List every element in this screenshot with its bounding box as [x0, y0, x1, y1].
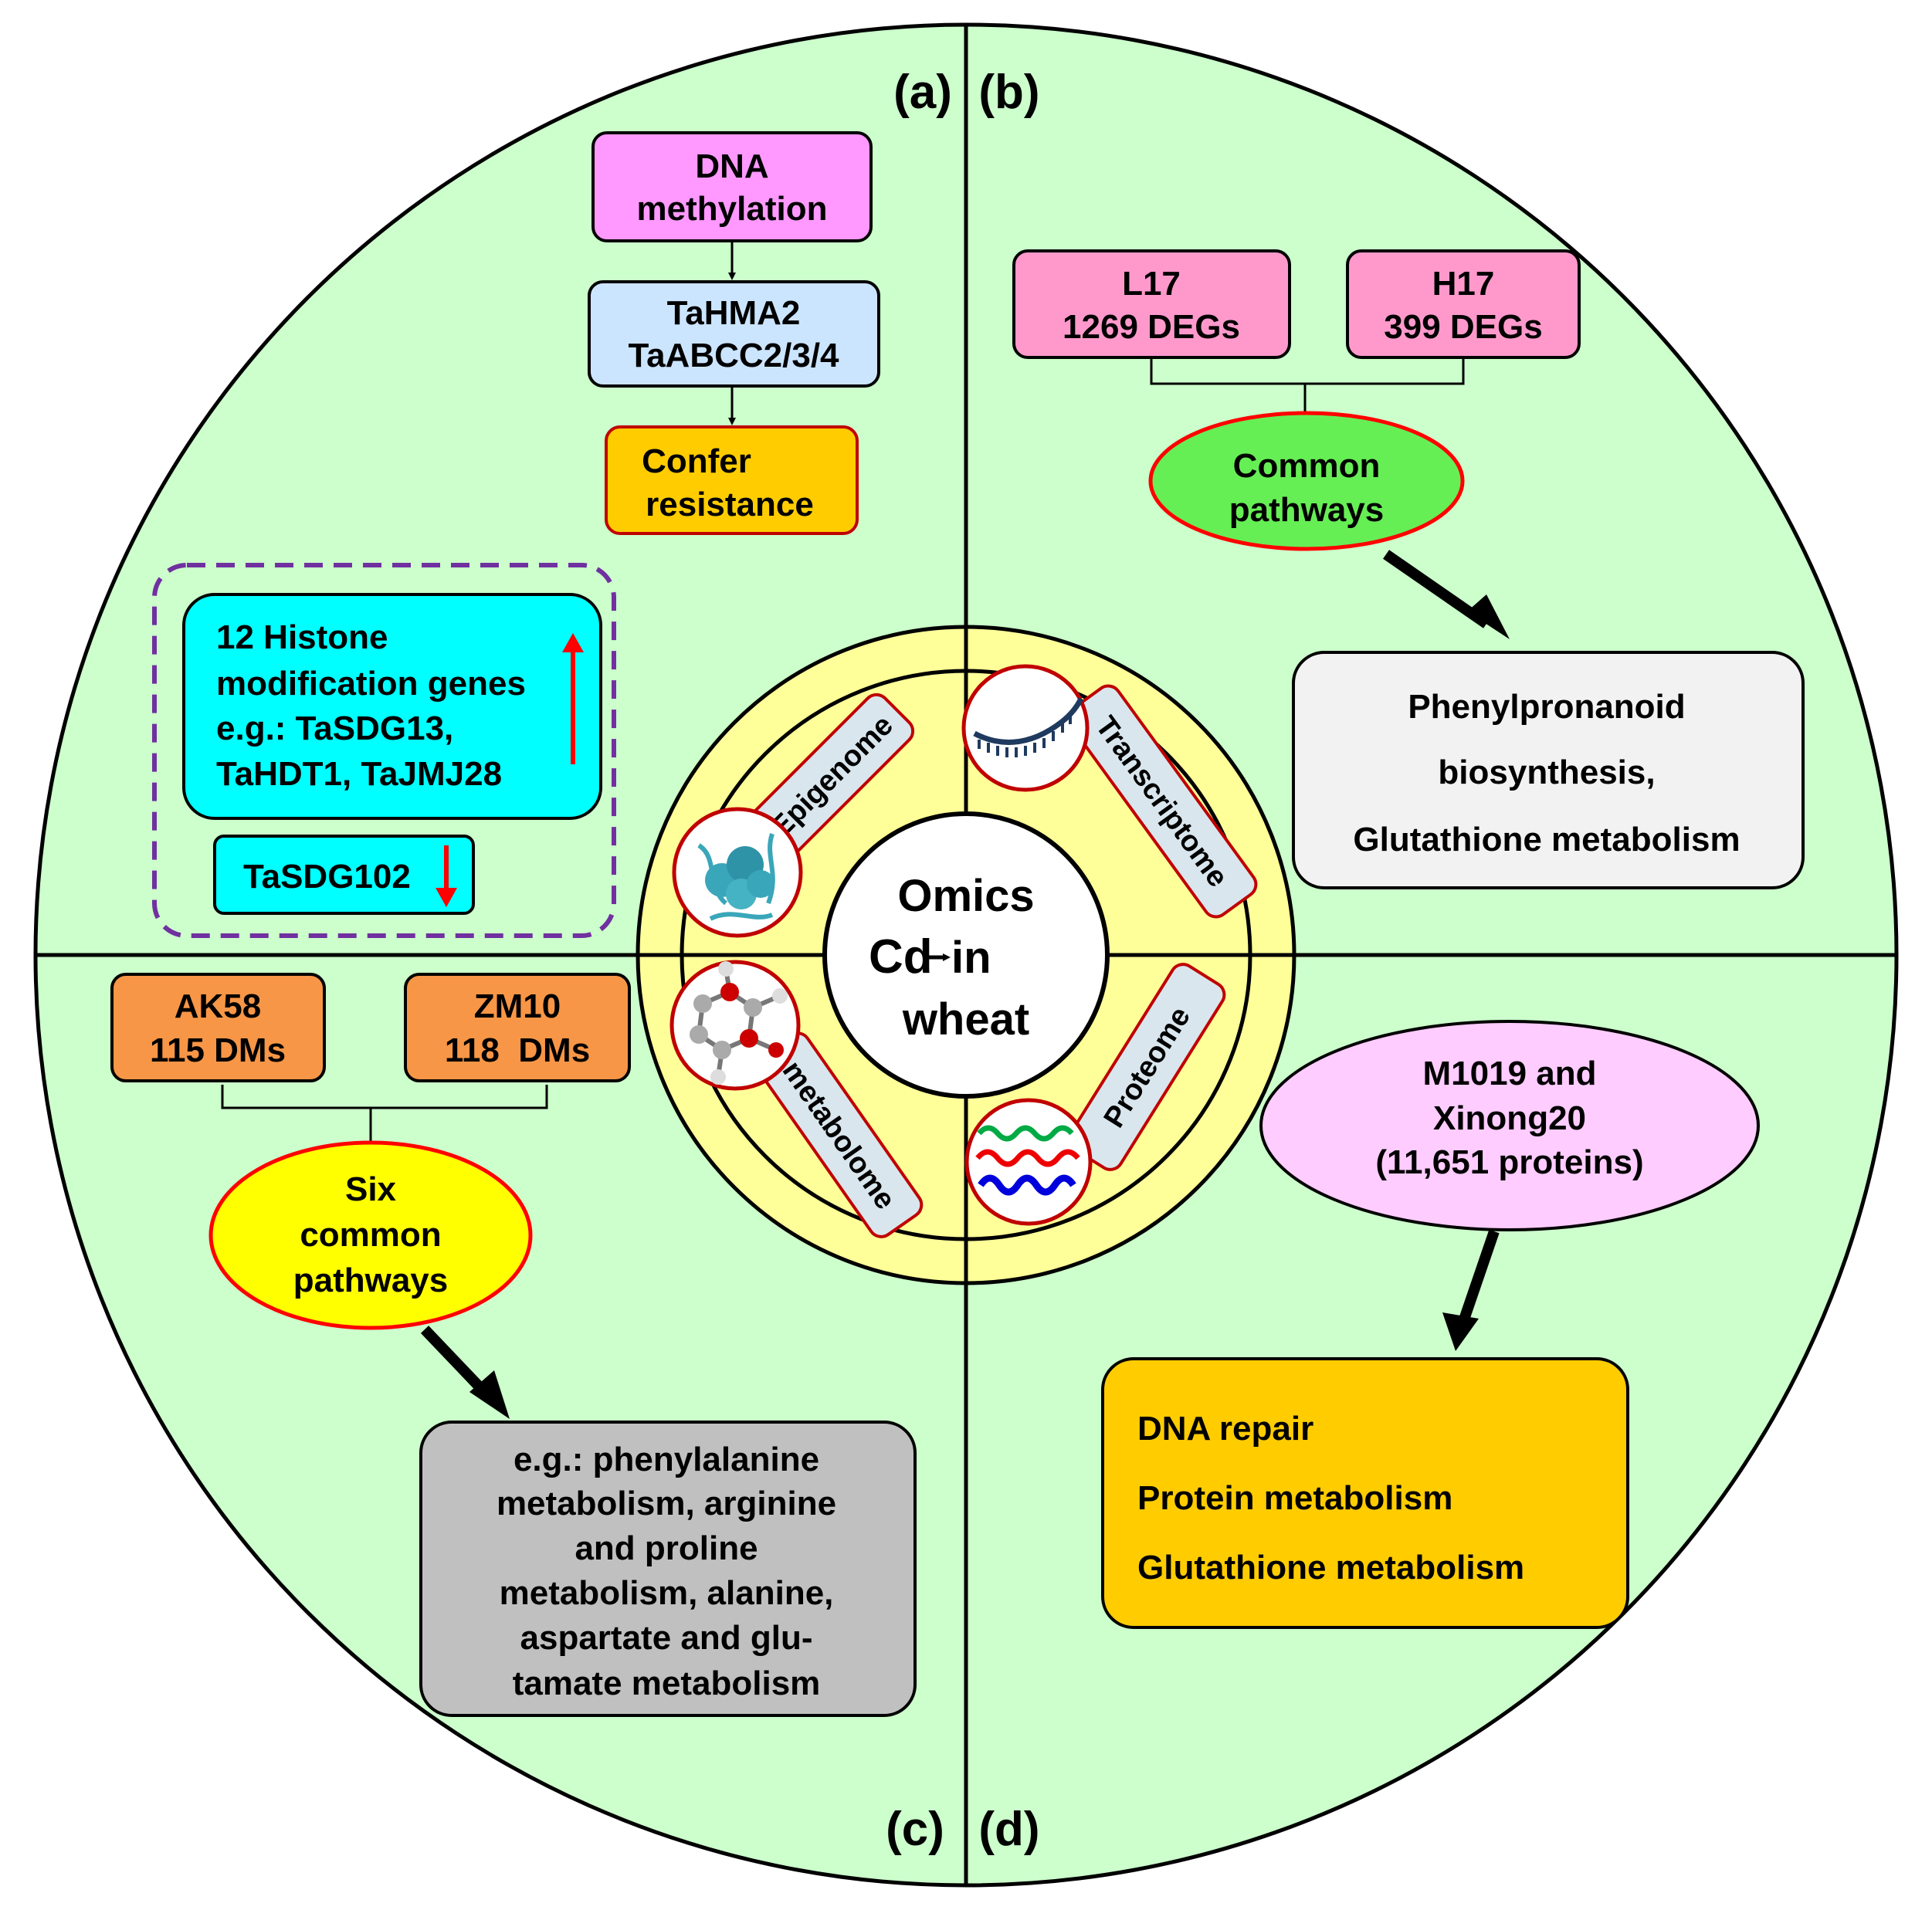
arrow-cultivars-to-result: [1442, 1229, 1500, 1351]
cultivars-line1: M1019 and: [1423, 1055, 1597, 1092]
common-pathways-ellipse: [1148, 411, 1465, 551]
rna-strand-icon: [961, 664, 1090, 792]
cultivars-line3: (11,651 proteins): [1375, 1143, 1643, 1181]
confer-resistance-box: [605, 425, 859, 535]
quadrant-label-a: (a): [893, 66, 952, 119]
dna-methylation-line1: DNA: [695, 147, 768, 185]
dm-bracket: [221, 1085, 548, 1143]
tasdg102-text: TaSDG102: [243, 858, 411, 896]
phenylpropanoid-box: [1292, 651, 1805, 889]
inner-ring-border: [680, 669, 1252, 1241]
histone-line1: 12 Histone: [216, 618, 388, 656]
cultivars-ellipse: [1259, 1020, 1760, 1231]
histone-line2: modification genes: [216, 665, 526, 703]
center-wheat: wheat: [902, 994, 1029, 1045]
arrow-six-to-result: [420, 1326, 510, 1419]
cultivars-line2: Xinong20: [1433, 1099, 1586, 1137]
common-line1: Common: [1233, 447, 1381, 485]
quadrant-label-c: (c): [886, 1803, 944, 1856]
ak58-name: AK58: [175, 987, 262, 1025]
protein-chain-icon: [964, 1098, 1093, 1226]
result-c-line5: aspartate and glu-: [520, 1619, 813, 1657]
down-arrow-icon: [436, 845, 457, 907]
result-b-line1: Phenylpronanoid: [1408, 688, 1685, 726]
l17-name: L17: [1122, 265, 1181, 303]
result-d-line1: DNA repair: [1137, 1410, 1313, 1448]
quadrant-label-b: (b): [978, 66, 1039, 119]
result-d-line2: Protein metabolism: [1137, 1479, 1452, 1517]
center-cd: Cd: [869, 930, 933, 984]
l17-degs: 1269 DEGs: [1063, 308, 1240, 346]
result-b-line2: biosynthesis,: [1438, 754, 1655, 791]
result-d-line3: Glutathione metabolism: [1137, 1549, 1524, 1587]
gene-tahma2: TaHMA2: [667, 294, 801, 332]
zm10-name: ZM10: [474, 987, 561, 1025]
ak58-dms: 115 DMs: [150, 1031, 286, 1069]
histone-box: [182, 593, 602, 820]
chromatin-icon: [672, 807, 803, 938]
molecule-icon: [669, 960, 801, 1091]
ak58-box: [110, 973, 326, 1082]
six-pathways-ellipse: [208, 1140, 533, 1330]
center-circle: [822, 811, 1110, 1099]
six-line2: common: [300, 1216, 441, 1254]
histone-line3: e.g.: TaSDG13,: [216, 709, 453, 747]
result-c-line6: tamate metabolism: [513, 1664, 821, 1702]
common-line2: pathways: [1229, 491, 1385, 529]
result-c-line4: metabolism, alanine,: [500, 1574, 834, 1612]
six-line3: pathways: [293, 1261, 449, 1299]
h17-name: H17: [1432, 265, 1495, 303]
six-line1: Six: [345, 1170, 397, 1208]
center-in: in: [951, 933, 991, 983]
dna-methylation-line2: methylation: [637, 190, 828, 228]
quadrant-label-d: (d): [978, 1803, 1039, 1856]
up-arrow-icon: [562, 633, 584, 764]
histone-line4: TaHDT1, TaJMJ28: [216, 755, 502, 793]
protein-result-box: [1101, 1357, 1629, 1629]
h17-degs: 399 DEGs: [1384, 308, 1542, 346]
histone-dashed-group: [152, 563, 616, 938]
hma-abcc-box: [588, 280, 880, 388]
zm10-box: [404, 973, 631, 1082]
center-omics: Omics: [897, 871, 1034, 921]
result-c-line2: metabolism, arginine: [497, 1485, 836, 1522]
result-b-line3: Glutathione metabolism: [1353, 821, 1740, 858]
amino-acid-result-box: [419, 1421, 917, 1717]
arrow-common-to-result: [1383, 550, 1510, 639]
gene-taabcc: TaABCC2/3/4: [628, 337, 839, 374]
resistance-line2: resistance: [646, 486, 814, 523]
deg-bracket: [1150, 357, 1465, 413]
zm10-dms: 118 DMs: [445, 1031, 590, 1069]
tasdg102-box: [213, 835, 475, 915]
result-c-line3: and proline: [575, 1529, 758, 1567]
result-c-line1: e.g.: phenylalanine: [514, 1441, 819, 1478]
resistance-line1: Confer: [642, 442, 751, 480]
